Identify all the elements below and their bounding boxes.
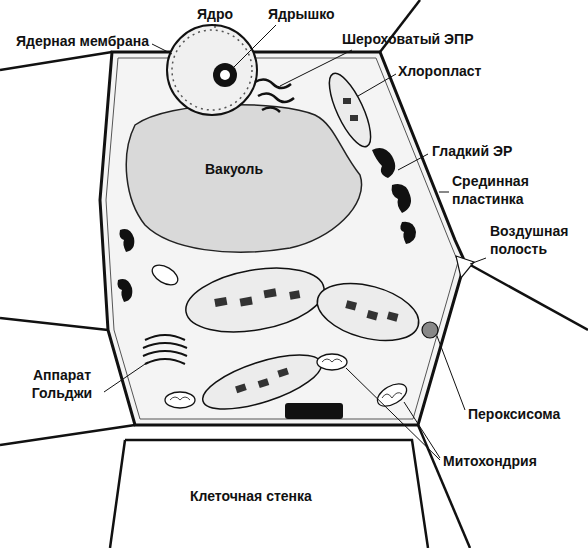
part-label: Ядерная мембрана [16, 32, 149, 50]
part-label: Пероксисома [468, 405, 560, 423]
part-label: Вакуоль [205, 160, 263, 178]
part-label: Ядрышко [268, 5, 335, 23]
part-label: Аппарат Гольджи [20, 366, 104, 402]
part-label: Гладкий ЭР [432, 142, 512, 160]
part-label: Воздушная полость [490, 222, 580, 258]
part-label: Ядро [197, 5, 233, 23]
part-label: Хлоропласт [398, 62, 481, 80]
part-label: Митохондрия [443, 452, 537, 470]
part-label: Шероховатый ЭПР [342, 30, 473, 48]
part-label: Срединная пластинка [452, 172, 552, 208]
part-label: Клеточная стенка [190, 487, 312, 505]
